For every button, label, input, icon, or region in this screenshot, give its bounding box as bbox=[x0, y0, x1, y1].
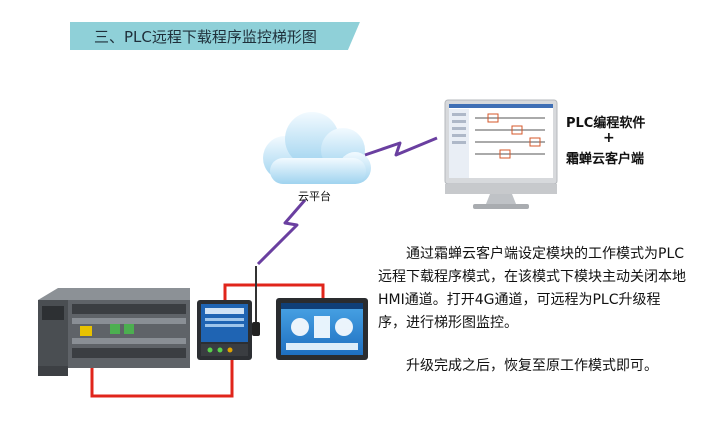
monitor-icon bbox=[444, 99, 558, 209]
description-paragraph-2: 升级完成之后，恢复至原工作模式即可。 bbox=[406, 358, 658, 374]
section-banner: 三、PLC远程下载程序监控梯形图 bbox=[70, 22, 360, 50]
description-text: 通过霜蝉云客户端设定模块的工作模式为PLC远程下载程序模式，在该模式下模块主动关… bbox=[378, 243, 688, 378]
wireless-link-cloud-pc bbox=[364, 136, 438, 157]
section-title: 三、PLC远程下载程序监控梯形图 bbox=[94, 28, 317, 46]
banner-shape bbox=[70, 22, 360, 50]
cloud-label: 云平台 bbox=[298, 190, 331, 203]
software-label-line2: 霜蝉云客户端 bbox=[566, 152, 645, 167]
module-4g-icon bbox=[197, 266, 260, 360]
plc-device-icon bbox=[38, 288, 190, 376]
software-label-plus: + bbox=[603, 130, 615, 146]
hmi-touchscreen-icon bbox=[276, 298, 368, 360]
cloud-icon bbox=[263, 112, 371, 184]
software-label-line1: PLC编程软件 bbox=[566, 116, 646, 131]
wireless-link-cloud-module bbox=[256, 199, 307, 266]
description-paragraph-1: 通过霜蝉云客户端设定模块的工作模式为PLC远程下载程序模式，在该模式下模块主动关… bbox=[378, 246, 686, 331]
wired-link-module-hmi bbox=[223, 283, 325, 300]
